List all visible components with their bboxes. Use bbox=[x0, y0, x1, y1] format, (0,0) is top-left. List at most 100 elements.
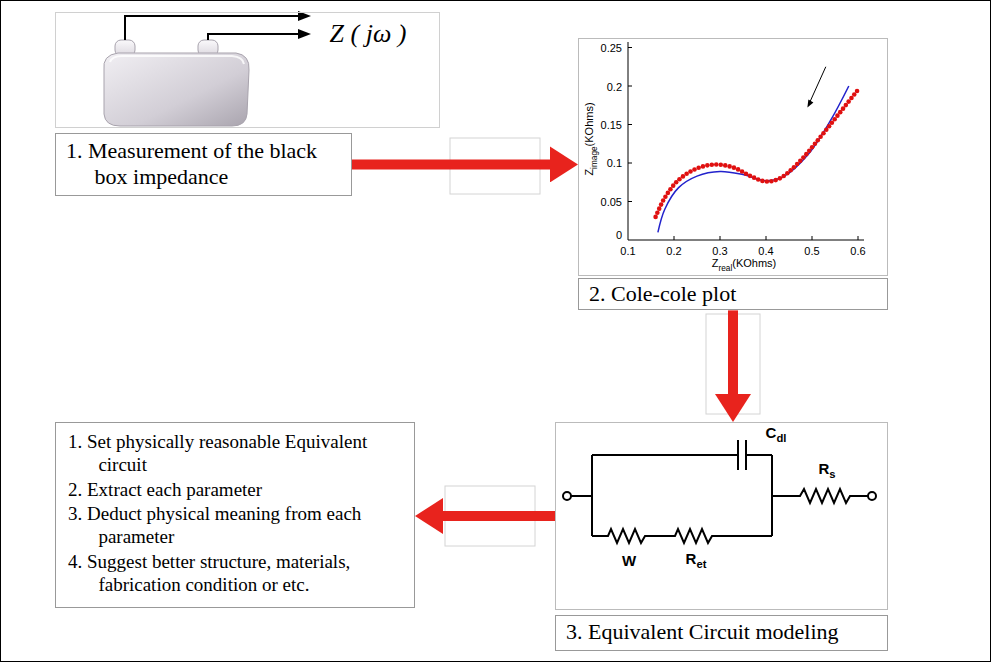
measured-point bbox=[714, 162, 719, 167]
subscript: real bbox=[718, 264, 732, 273]
flow-arrow bbox=[352, 159, 550, 169]
plot-panel: Zimage(KOhms) Zreal(KOhms) bbox=[578, 38, 888, 276]
tick-mark bbox=[858, 236, 859, 240]
capacitor-plate bbox=[737, 440, 739, 470]
measured-point bbox=[661, 198, 666, 203]
tick-label: 0 bbox=[616, 229, 622, 241]
tick-label: 0.4 bbox=[758, 245, 773, 257]
lead-wire bbox=[125, 16, 300, 40]
tick-mark bbox=[628, 124, 632, 125]
subscript: s bbox=[829, 468, 835, 480]
measured-point bbox=[657, 206, 662, 211]
measured-point bbox=[705, 163, 710, 168]
caption-text: 1. Measurement of the black box impedanc… bbox=[66, 138, 343, 191]
measured-point bbox=[701, 164, 706, 169]
tick-label: 0.3 bbox=[712, 245, 727, 257]
circuit-panel: CdlRsW Ret bbox=[555, 422, 888, 610]
subscript: dl bbox=[776, 432, 786, 444]
measured-point bbox=[756, 177, 761, 182]
measured-point bbox=[723, 163, 728, 168]
frequency-arrow bbox=[809, 67, 826, 105]
step-item: 4. Suggest better structure, materials, … bbox=[68, 551, 404, 597]
measured-point bbox=[773, 178, 778, 183]
axis-title: Zreal(KOhms) bbox=[712, 257, 777, 272]
measured-point bbox=[653, 215, 658, 220]
wire bbox=[592, 454, 738, 456]
tick-label: 0.6 bbox=[850, 245, 865, 257]
tick-label: 0.1 bbox=[620, 245, 635, 257]
tick-mark bbox=[628, 47, 632, 48]
lead-wire bbox=[208, 34, 300, 40]
caption-text: 2. Cole-cole plot bbox=[589, 281, 879, 307]
step-item: 1. Set physically reasonable Equivalent … bbox=[68, 431, 404, 477]
terminal bbox=[563, 492, 571, 500]
measured-guide bbox=[656, 90, 858, 217]
measured-point bbox=[744, 171, 749, 176]
resistor-branch bbox=[592, 529, 772, 543]
tick-mark bbox=[628, 201, 632, 202]
resistor-symbol bbox=[772, 489, 868, 503]
highlight bbox=[110, 56, 244, 64]
caption-box: 3. Equivalent Circuit modeling bbox=[555, 615, 888, 651]
terminal bbox=[868, 492, 876, 500]
subscript: image bbox=[590, 146, 599, 168]
tick-label: 0.25 bbox=[601, 42, 622, 54]
measured-point bbox=[696, 165, 701, 170]
flow-arrow bbox=[728, 310, 738, 394]
measured-point bbox=[778, 176, 783, 181]
equivalent-circuit bbox=[563, 440, 876, 543]
measured-point bbox=[769, 179, 774, 184]
tick-label: 0.5 bbox=[804, 245, 819, 257]
step-item: 2. Extract each parameter bbox=[68, 479, 404, 502]
black-box-body bbox=[104, 53, 249, 126]
component-label: W bbox=[622, 553, 636, 570]
measured-point bbox=[709, 162, 714, 167]
measured-point bbox=[727, 164, 732, 169]
component-label: Ret bbox=[686, 551, 707, 570]
fit-curve bbox=[658, 86, 849, 232]
measured-point bbox=[663, 194, 668, 199]
tick-label: 0.1 bbox=[607, 157, 622, 169]
y-axis bbox=[628, 42, 629, 240]
measured-point bbox=[736, 167, 741, 172]
measured-point bbox=[855, 89, 860, 94]
measured-point bbox=[740, 169, 745, 174]
image-panel: Z ( jω ) bbox=[55, 12, 440, 128]
cole-cole-plot bbox=[628, 42, 864, 240]
component-label: Rs bbox=[818, 461, 835, 480]
impedance-symbol: Z ( jω ) bbox=[330, 20, 407, 49]
measured-point bbox=[748, 174, 753, 179]
wire bbox=[746, 454, 772, 456]
tick-label: 0.15 bbox=[601, 119, 622, 131]
flow-arrow bbox=[443, 511, 555, 521]
wire bbox=[591, 455, 593, 536]
measured-point bbox=[688, 169, 693, 174]
measured-point bbox=[692, 167, 697, 172]
measured-point bbox=[732, 165, 737, 170]
tick-label: 0.2 bbox=[607, 81, 622, 93]
measured-point bbox=[765, 179, 770, 184]
component-label: Cdl bbox=[766, 425, 787, 444]
axis-title: Zimage(KOhms) bbox=[583, 102, 598, 175]
black-box-illustration bbox=[104, 11, 311, 126]
arrowhead bbox=[807, 100, 813, 108]
wire bbox=[571, 495, 592, 497]
measured-point bbox=[752, 175, 757, 180]
caption-box: 2. Cole-cole plot bbox=[578, 278, 888, 310]
x-axis bbox=[628, 240, 864, 241]
arrow-frames bbox=[445, 138, 760, 546]
tick-mark bbox=[628, 86, 632, 87]
step-item: 3. Deduct physical meaning from each par… bbox=[68, 503, 404, 549]
tick-mark bbox=[628, 163, 632, 164]
tick-mark bbox=[720, 236, 721, 240]
caption-box: 1. Measurement of the black box impedanc… bbox=[55, 133, 352, 196]
caption-text: 3. Equivalent Circuit modeling bbox=[566, 619, 879, 645]
measured-point bbox=[659, 202, 664, 207]
measured-point bbox=[760, 179, 765, 184]
arrowhead bbox=[298, 29, 311, 39]
tick-label: 0.05 bbox=[601, 196, 622, 208]
subscript: et bbox=[696, 558, 706, 570]
